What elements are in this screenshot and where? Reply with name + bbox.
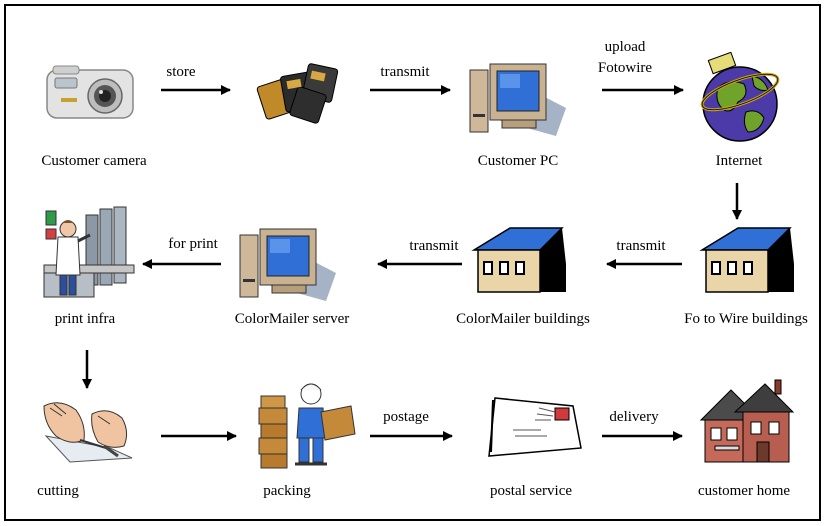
node-label-customer-pc: Customer PC — [477, 153, 559, 169]
house-icon — [699, 379, 795, 463]
edge-label-delivery: delivery — [609, 409, 659, 425]
edge-label-for-print: for print — [168, 236, 218, 252]
node-label-fotowire-buildings: Fo to Wire buildings — [684, 311, 808, 327]
globe-icon — [700, 52, 780, 142]
edge-label-transmit: transmit — [380, 64, 430, 80]
edge-label-transmit: transmit — [616, 238, 666, 254]
edge-label-upload-fotowire: upload Fotowire — [597, 39, 653, 76]
envelope-icon — [488, 397, 582, 457]
camera-icon — [46, 65, 134, 119]
node-label-packing: packing — [263, 483, 311, 499]
node-label-customer-camera: Customer camera — [41, 153, 147, 169]
node-label-postal-service: postal service — [489, 483, 573, 499]
node-label-cutting: cutting — [37, 483, 79, 499]
cutting-hands-icon — [43, 402, 133, 463]
computer-icon — [239, 228, 336, 301]
edge-label-transmit: transmit — [409, 238, 459, 254]
print-worker-icon — [43, 206, 135, 298]
node-label-print-infra: print infra — [54, 311, 116, 327]
packing-worker-icon — [258, 383, 356, 469]
node-label-customer-home: customer home — [697, 483, 791, 499]
memory-cards-icon — [256, 63, 339, 124]
computer-icon — [469, 63, 566, 136]
building-icon — [471, 227, 566, 293]
edge-label-postage: postage — [383, 409, 429, 425]
edge-label-store: store — [166, 64, 196, 80]
building-icon — [699, 227, 794, 293]
node-label-colormailer-server: ColorMailer server — [234, 311, 350, 327]
node-label-internet: Internet — [715, 153, 763, 169]
node-label-colormailer-buildings: ColorMailer buildings — [456, 311, 590, 327]
